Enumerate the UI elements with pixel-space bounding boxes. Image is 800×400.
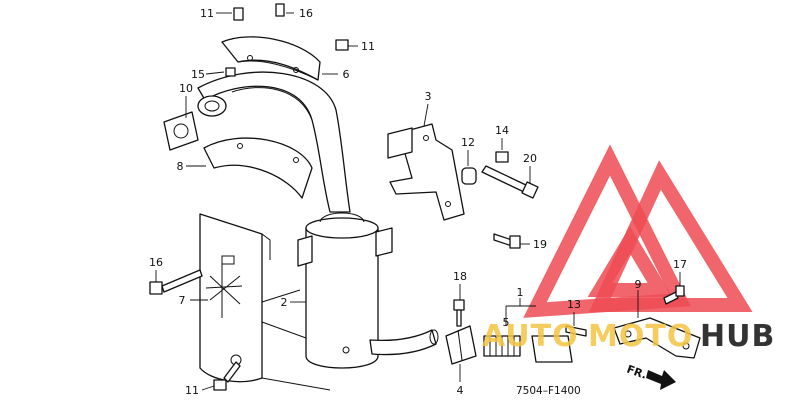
nut-14 — [495, 151, 509, 163]
muffler — [297, 212, 439, 369]
bolt-18 — [453, 299, 465, 327]
diagram-code: 7504–F1400 — [516, 385, 581, 397]
watermark-moto: MOTO — [588, 319, 693, 354]
spark-arrester-screen — [483, 335, 521, 357]
leader-lines — [155, 12, 681, 391]
watermark-auto: AUTO — [482, 319, 579, 354]
bolt-16-a — [275, 3, 285, 17]
callout-14: 14 — [495, 124, 509, 137]
callout-18: 18 — [453, 270, 467, 283]
callout-2: 2 — [281, 296, 288, 309]
watermark-logo — [523, 144, 753, 318]
callout-16-left: 16 — [149, 256, 163, 269]
bolt-11-c — [213, 361, 241, 391]
exhaust-pipe — [197, 71, 351, 213]
callout-1: 1 — [517, 286, 524, 299]
bolt-16-b — [149, 269, 203, 295]
flange-nut — [225, 67, 236, 77]
callout-9: 9 — [635, 278, 642, 291]
muffler-bracket — [387, 123, 465, 221]
heat-shield-lower — [203, 137, 313, 199]
callout-12: 12 — [461, 136, 475, 149]
bolt-19 — [493, 233, 521, 249]
front-direction-indicator: FR. — [625, 363, 676, 390]
mount-rubber — [461, 167, 477, 185]
protector-outline — [261, 233, 331, 391]
callout-20: 20 — [523, 152, 537, 165]
heat-shield-upper — [221, 36, 321, 81]
callout-19: 19 — [533, 238, 547, 251]
bolt-11-b — [335, 39, 349, 51]
callout-4: 4 — [457, 384, 464, 397]
callout-7: 7 — [179, 294, 186, 307]
front-label: FR. — [625, 363, 649, 382]
screw-13 — [565, 325, 587, 337]
callout-6: 6 — [343, 68, 350, 81]
exhaust-flange — [197, 95, 227, 117]
bolt-11-a — [233, 7, 244, 21]
watermark-hub: HUB — [700, 319, 775, 354]
stay-9 — [613, 317, 701, 359]
spark-arrester-cap — [531, 335, 573, 363]
callout-16-top: 16 — [299, 7, 313, 20]
clamp-4 — [445, 325, 477, 365]
callout-13: 13 — [567, 298, 581, 311]
front-arrow-icon — [646, 370, 676, 390]
callout-3: 3 — [425, 90, 432, 103]
callout-10: 10 — [179, 82, 193, 95]
callout-11-bottom: 11 — [185, 384, 199, 397]
callout-labels: 1 2 3 4 5 6 7 8 9 10 11 11 11 12 13 14 1… — [149, 7, 687, 397]
callout-5: 5 — [503, 316, 510, 329]
callout-11-right: 11 — [361, 40, 375, 53]
callout-11-top: 11 — [200, 7, 214, 20]
watermark-text: AUTO MOTO HUB — [482, 319, 775, 354]
callout-15: 15 — [191, 68, 205, 81]
callout-17: 17 — [673, 258, 687, 271]
exhaust-gasket — [163, 111, 199, 151]
callout-8: 8 — [177, 160, 184, 173]
bolt-20 — [481, 165, 539, 199]
muffler-protector — [199, 213, 263, 383]
